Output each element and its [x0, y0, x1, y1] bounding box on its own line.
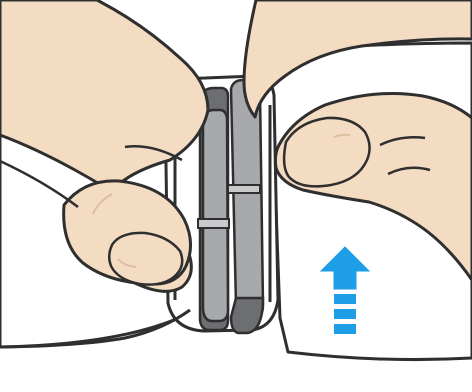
light-gray-segment-left [203, 110, 228, 321]
light-gray-segment-right [231, 80, 263, 318]
clasp-latch-right [228, 185, 260, 193]
clasp-latch-left [198, 219, 229, 228]
